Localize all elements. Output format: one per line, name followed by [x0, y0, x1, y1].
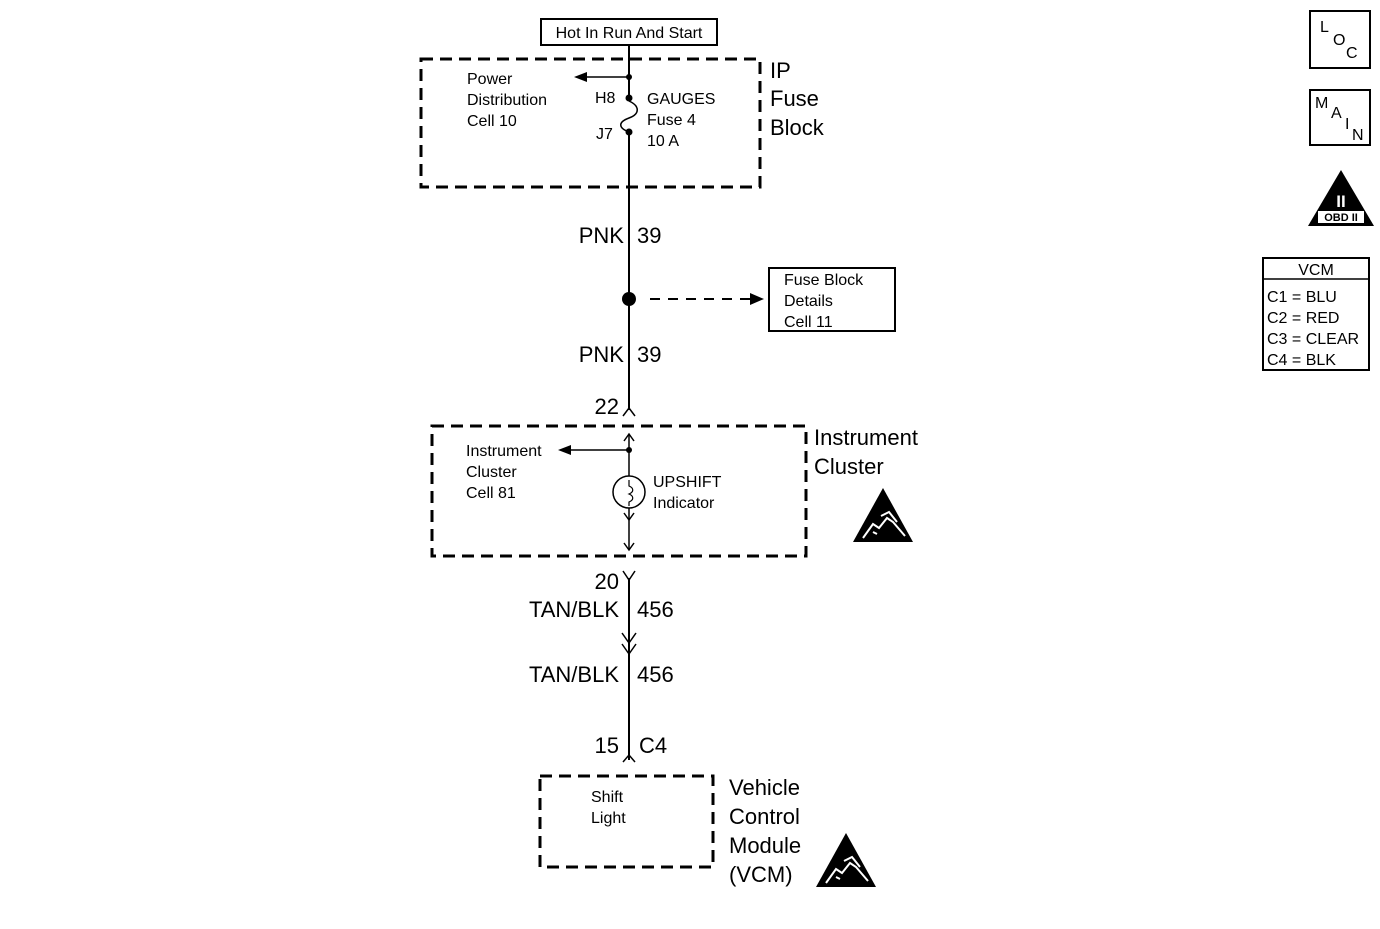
fuse-block-details-line-1: Fuse Block [784, 272, 864, 289]
instrument-cluster-ref-2: Cluster [466, 464, 517, 481]
obd-label: OBD II [1324, 212, 1358, 224]
loc-letter-c: C [1346, 45, 1358, 62]
vcm-title-1: Vehicle [729, 775, 800, 800]
instrument-cluster-block[interactable]: Instrument Cluster Instrument Cluster Ce… [430, 424, 918, 558]
fuse-block-details-line-3: Cell 11 [784, 314, 833, 331]
obd-ii-button[interactable]: II OBD II [1308, 170, 1374, 226]
vcm-title-2: Control [729, 804, 800, 829]
fuse-label-1: GAUGES [647, 91, 715, 108]
wire-2-circuit: 39 [637, 342, 661, 367]
wire-3-color: TAN/BLK [529, 597, 619, 622]
fuse-terminal-top [625, 94, 633, 102]
wire-1-circuit: 39 [637, 223, 661, 248]
esd-warning-icon-vcm [816, 833, 876, 887]
esd-warning-icon-cluster [853, 488, 913, 542]
ip-fuse-block-title-1: IP [770, 58, 791, 83]
fuse-pin-top: H8 [595, 90, 616, 107]
main-letter-m: M [1315, 95, 1328, 112]
vcm-title-4: (VCM) [729, 862, 793, 887]
vcm-block[interactable]: Shift Light Vehicle Control Module (VCM) [538, 774, 801, 887]
inline-connector-top-icon [621, 632, 637, 645]
fuse-label-3: 10 A [647, 133, 679, 150]
main-letter-i: I [1345, 116, 1349, 133]
loc-letter-o: O [1333, 32, 1345, 49]
upshift-indicator-label-1: UPSHIFT [653, 474, 722, 491]
instrument-cluster-ref-3: Cell 81 [466, 485, 516, 502]
vcm-legend-row-4: C4 = BLK [1267, 352, 1336, 369]
power-distribution-line-2: Distribution [467, 92, 547, 109]
instrument-cluster-title-2: Cluster [814, 454, 884, 479]
shift-light-label-1: Shift [591, 789, 624, 806]
ip-fuse-block-title-2: Fuse [770, 86, 819, 111]
power-distribution-line-1: Power [467, 71, 513, 88]
power-distribution-arrowhead [574, 72, 587, 82]
vcm-connector: C4 [639, 733, 667, 758]
fuse-block-details-line-2: Details [784, 293, 833, 310]
inline-connector-bottom-icon [621, 643, 637, 656]
power-distribution-line-3: Cell 10 [467, 113, 517, 130]
main-button[interactable]: M A I N [1309, 89, 1371, 146]
loc-button[interactable]: L O C [1309, 10, 1371, 69]
connector-22-icon [622, 406, 636, 417]
cluster-pin-in: 22 [595, 394, 619, 419]
fuse-block-details-arrowhead [750, 293, 764, 305]
power-source-label: Hot In Run And Start [556, 25, 703, 42]
cluster-out-arrow-icon [623, 542, 635, 552]
loc-letter-l: L [1320, 19, 1329, 36]
ip-fuse-block-title-3: Block [770, 115, 825, 140]
wire-3-circuit: 456 [637, 597, 674, 622]
vcm-legend-header: VCM [1298, 262, 1334, 279]
vcm-legend-row-3: C3 = CLEAR [1267, 331, 1359, 348]
splice-dot[interactable] [622, 292, 636, 306]
vcm-connector-legend: VCM C1 = BLU C2 = RED C3 = CLEAR C4 = BL… [1262, 257, 1370, 371]
cluster-pin-out: 20 [595, 569, 619, 594]
instrument-cluster-ref-1: Instrument [466, 443, 542, 460]
vcm-title-3: Module [729, 833, 801, 858]
shift-light-label-2: Light [591, 810, 626, 827]
fuse-label-2: Fuse 4 [647, 112, 696, 129]
wire-1-color: PNK [579, 223, 625, 248]
cluster-mid-arrow-icon [623, 512, 635, 522]
wire-4-color: TAN/BLK [529, 662, 619, 687]
main-letter-n: N [1352, 127, 1364, 144]
splice-dot-top [626, 74, 632, 80]
power-source-box[interactable]: Hot In Run And Start [540, 18, 718, 46]
obd-roman: II [1336, 192, 1345, 211]
upshift-indicator-label-2: Indicator [653, 495, 715, 512]
fuse-block-details-box[interactable]: Fuse Block Details Cell 11 [768, 267, 896, 332]
bulb-filament-icon [627, 480, 634, 506]
instrument-cluster-title-1: Instrument [814, 425, 918, 450]
wire-2-color: PNK [579, 342, 625, 367]
vcm-legend-row-1: C1 = BLU [1267, 289, 1337, 306]
wire-4-circuit: 456 [637, 662, 674, 687]
ip-fuse-block[interactable]: IP Fuse Block Power Distribution Cell 10… [419, 57, 825, 189]
main-letter-a: A [1331, 105, 1342, 122]
fuse-pin-bottom: J7 [596, 126, 613, 143]
fuse-icon [620, 100, 638, 133]
vcm-legend-row-2: C2 = RED [1267, 310, 1339, 327]
vcm-pin: 15 [595, 733, 619, 758]
cluster-ref-arrowhead [558, 445, 571, 455]
connector-15-icon [622, 753, 636, 763]
